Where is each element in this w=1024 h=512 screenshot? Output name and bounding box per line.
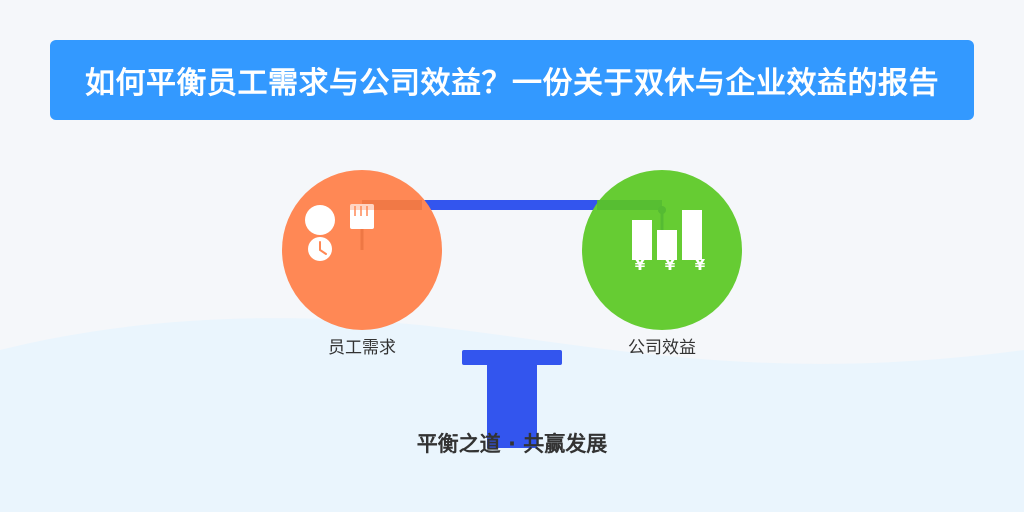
clock-icon — [308, 237, 332, 261]
yuan-icon: ¥ ¥ ¥ — [635, 256, 706, 274]
scale-pillar-top — [462, 350, 562, 365]
yuan-symbol-2: ¥ — [665, 256, 676, 274]
bar-chart-icon — [632, 210, 702, 260]
title-banner: 如何平衡员工需求与公司效益？一份关于双休与企业效益的报告 — [50, 40, 974, 120]
balance-caption: 平衡之道 · 共赢发展 — [416, 432, 608, 456]
right-hanger-knob — [658, 206, 666, 214]
employee-needs-label: 员工需求 — [328, 338, 396, 358]
beam-overlay-right — [597, 200, 662, 210]
balance-beam — [362, 200, 662, 210]
yuan-symbol-1: ¥ — [635, 256, 646, 274]
page-title: 如何平衡员工需求与公司效益？一份关于双休与企业效益的报告 — [85, 66, 939, 101]
yuan-symbol-3: ¥ — [695, 256, 706, 274]
calendar-icon — [350, 204, 374, 229]
company-benefits-label: 公司效益 — [628, 338, 696, 358]
beam-overlay-left — [362, 200, 422, 210]
person-icon — [305, 205, 335, 235]
scale-pillar — [487, 360, 537, 448]
